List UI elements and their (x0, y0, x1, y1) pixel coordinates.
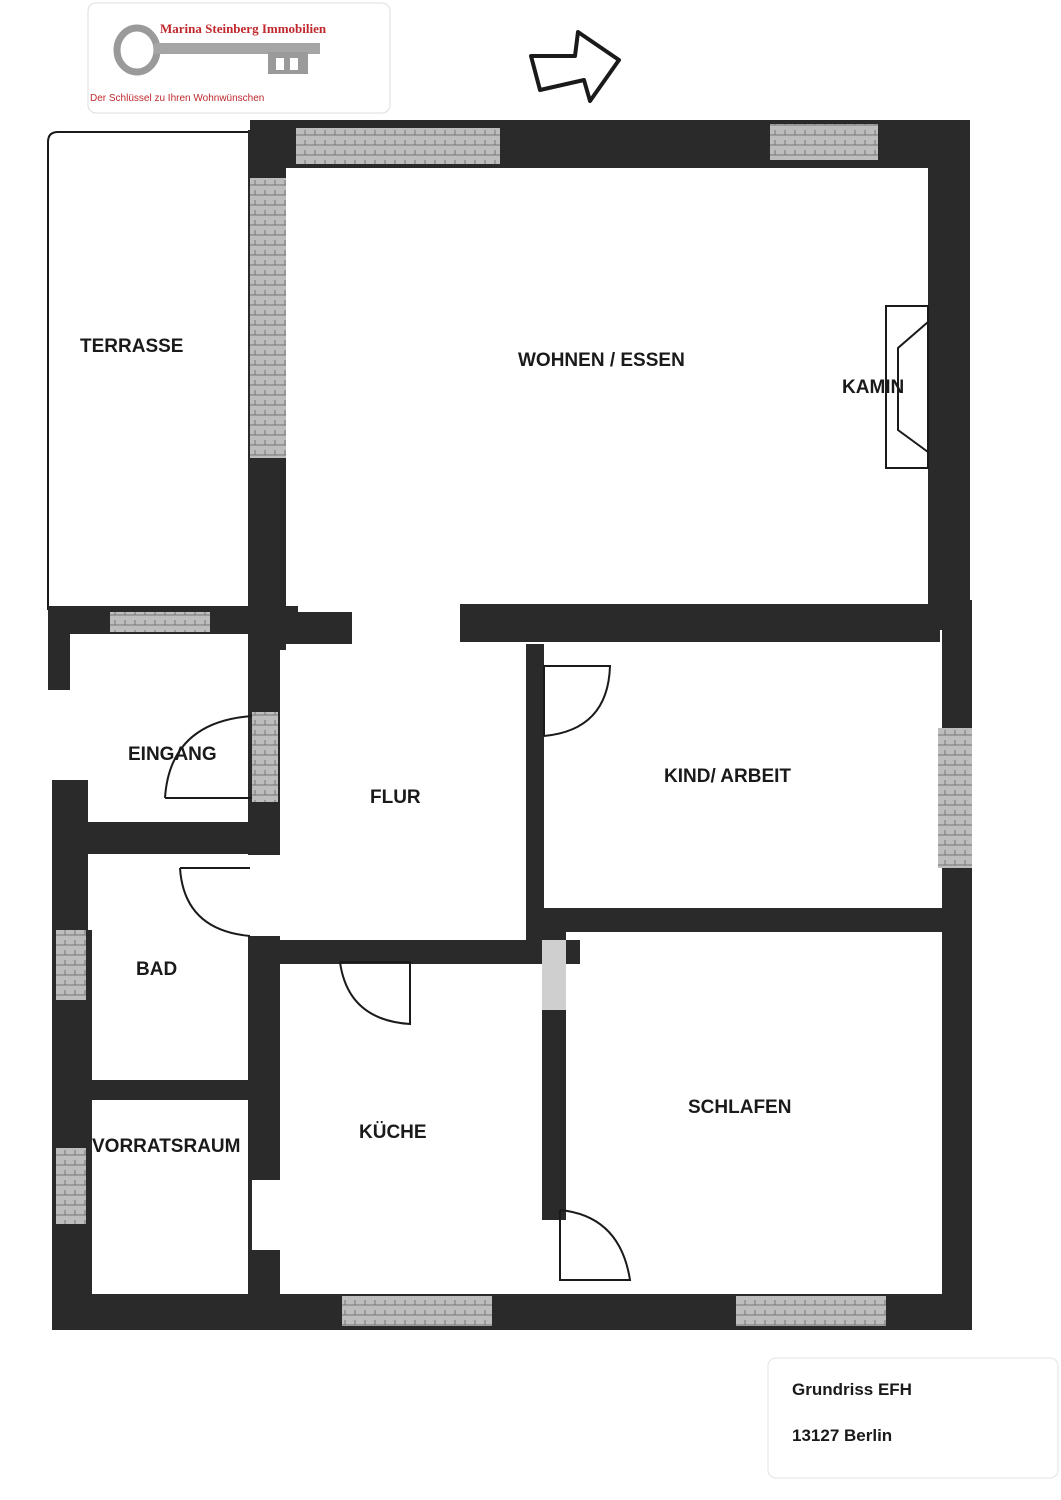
door-bad (179, 867, 251, 937)
brand-name: Marina Steinberg Immobilien (160, 21, 327, 36)
window (252, 712, 278, 802)
door-schlafen (559, 1209, 632, 1281)
window (736, 1296, 886, 1326)
room-label-vorratsraum: VORRATSRAUM (92, 1136, 240, 1157)
window (342, 1296, 492, 1326)
arrow-right-icon (529, 30, 621, 103)
info-card (767, 1357, 1059, 1479)
room-label-eingang: EINGANG (128, 744, 217, 765)
window (938, 728, 972, 868)
windows (56, 124, 972, 1326)
room-label-wohnen-essen: WOHNEN / ESSEN (518, 350, 685, 371)
room-labels: TERRASSE WOHNEN / ESSEN KAMIN EINGANG FL… (80, 336, 904, 1157)
window (250, 178, 286, 458)
brand-logo: Marina Steinberg Immobilien Der Schlüsse… (87, 2, 391, 114)
terrace (47, 131, 250, 610)
window (110, 612, 210, 632)
brand-tagline: Der Schlüssel zu Ihren Wohnwünschen (90, 93, 264, 104)
door-kind (543, 665, 612, 737)
plan-title: Grundriss EFH (792, 1380, 912, 1399)
room-label-flur: FLUR (370, 787, 421, 808)
room-label-kueche: KÜCHE (359, 1122, 427, 1143)
door-kueche (339, 961, 411, 1026)
room-label-kamin: KAMIN (842, 377, 904, 398)
room-label-kind-arbeit: KIND/ ARBEIT (664, 766, 791, 787)
door-eingang (164, 715, 253, 799)
doors (164, 665, 632, 1281)
room-label-terrasse: TERRASSE (80, 336, 183, 357)
window (56, 1148, 86, 1224)
window (770, 124, 878, 160)
key-icon (113, 24, 320, 76)
window (542, 940, 566, 1010)
fireplace (885, 305, 929, 469)
window (56, 930, 86, 1000)
plan-info: Grundriss EFH 13127 Berlin (768, 1358, 1058, 1478)
room-label-bad: BAD (136, 959, 177, 980)
plan-location: 13127 Berlin (792, 1426, 893, 1445)
openings (48, 612, 460, 1250)
room-label-schlafen: SCHLAFEN (688, 1097, 791, 1118)
window (296, 128, 500, 164)
